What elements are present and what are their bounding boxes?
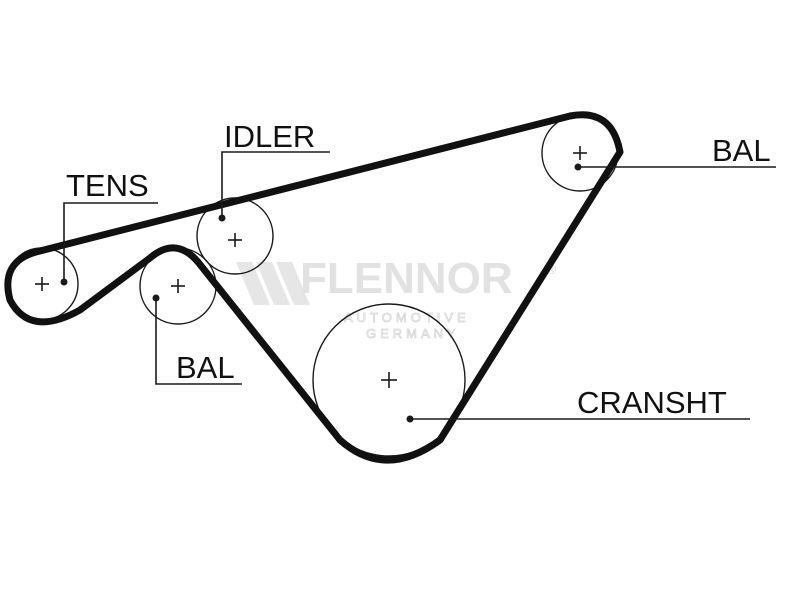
watermark-reg-mark: ® (546, 261, 557, 277)
watermark-sub-line1: AUTOMOTIVE (344, 310, 470, 325)
tens-label: TENS (66, 168, 149, 203)
flennor-logo-icon (236, 262, 310, 305)
idler-center-mark (228, 233, 242, 247)
bal-lower-leader (152, 294, 242, 385)
watermark-sub-line2: GERMANY (366, 326, 460, 341)
idler-leader (218, 151, 330, 222)
watermark: FLENNOR ® AUTOMOTIVE GERMANY (236, 254, 557, 341)
cranksht-label: CRANSHT (577, 385, 727, 420)
bal-upper-leader (574, 163, 776, 171)
tensioner-center-mark (35, 277, 49, 291)
crankshaft-pulley (312, 303, 466, 457)
balance-lower-center-mark (171, 279, 185, 293)
crankshaft-center-mark (381, 372, 397, 388)
bal-upper-label: BAL (712, 133, 771, 168)
watermark-brand: FLENNOR (300, 254, 513, 303)
idler-label: IDLER (224, 119, 315, 154)
balance-upper-center-mark (573, 146, 587, 160)
tens-leader (60, 202, 158, 286)
cranksht-leader (406, 415, 750, 423)
timing-belt (4, 111, 624, 464)
bal-lower-label: BAL (176, 350, 235, 385)
